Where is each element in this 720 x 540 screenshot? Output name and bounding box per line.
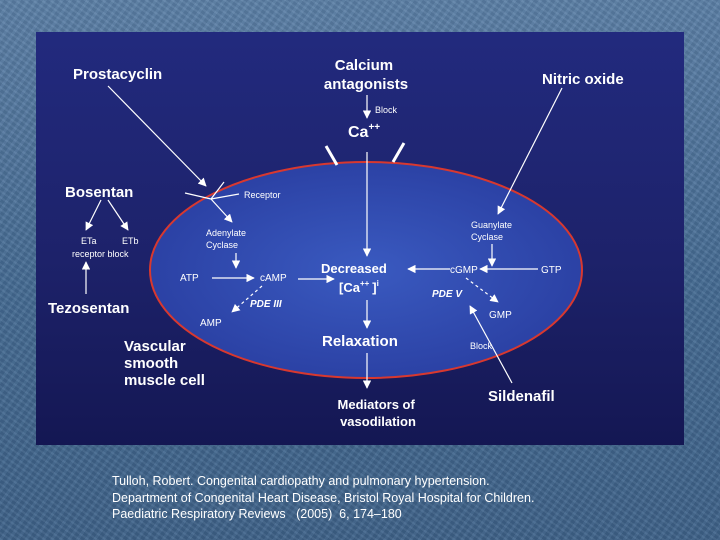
prostacyclin-label: Prostacyclin [73, 66, 162, 83]
amp-label: AMP [200, 318, 222, 329]
pathway-diagram: Calcium antagonists Block Ca++ Prostacyc… [48, 57, 624, 429]
receptor-label: Receptor [244, 190, 281, 200]
nitric-oxide-label: Nitric oxide [542, 71, 624, 88]
camp-label: cAMP [260, 273, 287, 284]
guanylate-cyclase-line-1: Guanylate [471, 220, 512, 230]
receptor-block-label: receptor block [72, 249, 129, 259]
eta-label: ETa [81, 236, 97, 246]
mediators-line-2: vasodilation [340, 414, 416, 429]
ca-label: Ca++ [348, 122, 380, 141]
arrow-bosentan-eta [85, 199, 102, 231]
citation: Tulloh, Robert. Congenital cardiopathy a… [112, 473, 692, 523]
arrow-receptor-adenylate [210, 198, 233, 223]
gmp-label: GMP [489, 310, 512, 321]
guanylate-cyclase-label: Guanylate Cyclase [471, 220, 515, 242]
vascular-cell-line-3: muscle cell [124, 372, 205, 389]
receptor-line-left [184, 192, 212, 200]
mediators-line-1: Mediators of [338, 397, 416, 412]
diagram-panel: Calcium antagonists Block Ca++ Prostacyc… [36, 32, 684, 445]
calcium-channel-bar-left [324, 145, 339, 166]
gtp-label: GTP [541, 265, 562, 276]
sildenafil-label: Sildenafil [488, 388, 555, 405]
arrow-prostacyclin-receptor [107, 85, 207, 187]
citation-line-3: Paediatric Respiratory Reviews (2005) 6,… [112, 507, 402, 521]
pde5-label: PDE V [432, 289, 463, 300]
vascular-cell-line-2: smooth [124, 355, 178, 372]
block-right-label: Block [470, 341, 493, 351]
etb-label: ETb [122, 236, 139, 246]
citation-line-1: Tulloh, Robert. Congenital cardiopathy a… [112, 474, 490, 488]
decreased-ca-label: [Ca++]i [339, 279, 379, 295]
block-top-label: Block [375, 105, 398, 115]
adenylate-cyclase-label: Adenylate Cyclase [206, 228, 249, 250]
arrow-cgmp-gmp [465, 277, 499, 303]
bosentan-label: Bosentan [65, 184, 133, 201]
relaxation-label: Relaxation [322, 333, 398, 350]
arrow-bosentan-etb [107, 199, 129, 231]
citation-line-2: Department of Congenital Heart Disease, … [112, 490, 535, 505]
calcium-antagonists-label: Calcium antagonists [324, 57, 408, 93]
receptor-line-right [210, 193, 240, 200]
calcium-antagonists-line-2: antagonists [324, 76, 408, 93]
vascular-cell-line-1: Vascular [124, 338, 186, 355]
cgmp-label: cGMP [450, 265, 478, 276]
adenylate-cyclase-line-2: Cyclase [206, 240, 238, 250]
calcium-antagonists-line-1: Calcium [335, 57, 393, 74]
pde3-label: PDE III [250, 299, 282, 310]
arrow-sildenafil-block [469, 305, 513, 384]
smooth-muscle-cell-ellipse [149, 161, 583, 379]
vascular-cell-label: Vascular smooth muscle cell [124, 338, 205, 389]
receptor-line-up [210, 181, 225, 200]
guanylate-cyclase-line-2: Cyclase [471, 232, 503, 242]
decreased-label: Decreased [321, 261, 387, 276]
atp-label: ATP [180, 273, 199, 284]
arrow-nitric-oxide-guanylate [497, 87, 563, 215]
tezosentan-label: Tezosentan [48, 300, 129, 317]
arrow-camp-amp [231, 285, 263, 313]
adenylate-cyclase-line-1: Adenylate [206, 228, 246, 238]
calcium-channel-bar-right [391, 142, 406, 163]
mediators-label: Mediators of vasodilation [338, 397, 419, 429]
